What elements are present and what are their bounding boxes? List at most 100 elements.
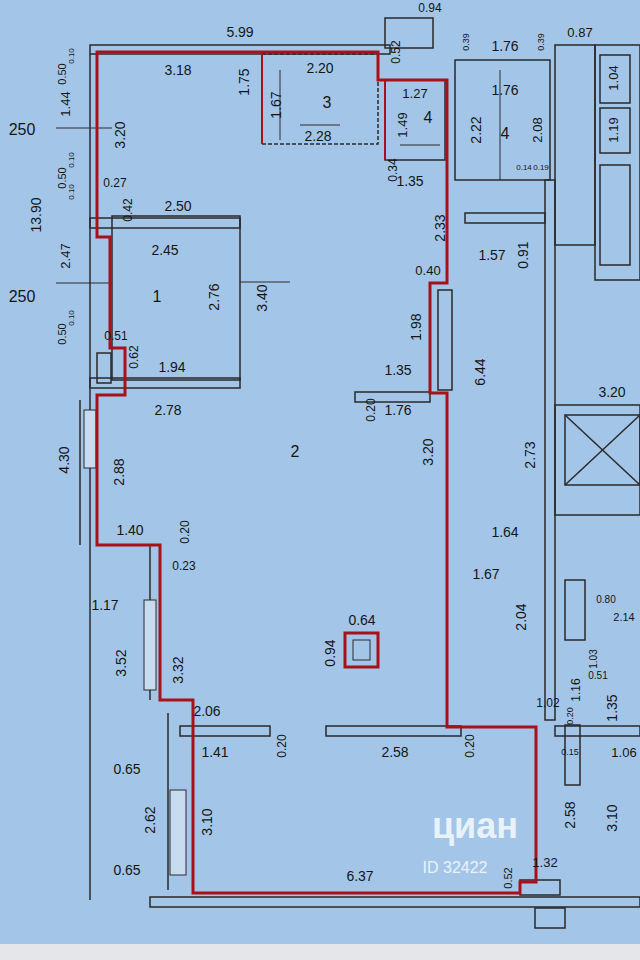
dimension-label: 0.50 bbox=[57, 167, 68, 188]
dimension-label: 1.35 bbox=[605, 694, 619, 721]
wall bbox=[455, 60, 550, 180]
dimension-label: 1.04 bbox=[607, 65, 620, 90]
room-number: 3 bbox=[323, 95, 332, 111]
room-number: 1 bbox=[153, 289, 162, 305]
window bbox=[170, 790, 186, 875]
dimension-label: 0.62 bbox=[128, 345, 140, 368]
windows bbox=[84, 410, 186, 875]
wall bbox=[535, 908, 565, 928]
wall bbox=[150, 897, 640, 907]
wall bbox=[326, 726, 461, 736]
wall bbox=[600, 165, 630, 265]
dimension-label: 2.04 bbox=[514, 603, 528, 630]
dimension-label: 1.03 bbox=[589, 649, 599, 668]
dimension-label: 0.51 bbox=[588, 671, 607, 681]
dimension-label: 0.20 bbox=[276, 734, 288, 757]
bottom-band bbox=[0, 944, 640, 960]
room-number: 4 bbox=[424, 110, 433, 126]
dimension-label: 3.32 bbox=[171, 656, 185, 683]
dimension-label: 1.17 bbox=[91, 598, 118, 612]
dimension-label: 5.99 bbox=[226, 25, 253, 39]
dimension-label: 1.67 bbox=[269, 91, 283, 118]
dimension-label: 0.20 bbox=[566, 707, 575, 725]
dimension-label: 1.57 bbox=[478, 248, 505, 262]
dimension-label: 2.14 bbox=[613, 612, 634, 623]
wall bbox=[565, 415, 640, 485]
wall bbox=[565, 415, 640, 485]
wall bbox=[89, 54, 91, 900]
dimension-label: 1.35 bbox=[396, 174, 423, 188]
wall bbox=[79, 400, 81, 545]
dimension-label: 0.39 bbox=[462, 33, 471, 51]
dimension-label: 3.18 bbox=[164, 63, 191, 77]
wall bbox=[90, 378, 240, 388]
dimension-label: 1.40 bbox=[116, 523, 143, 537]
dimension-label: 1.06 bbox=[611, 746, 636, 759]
dimension-label: 1.16 bbox=[570, 678, 582, 701]
room-number: 2 bbox=[291, 444, 300, 460]
wall bbox=[90, 218, 240, 228]
dimension-label: 3.10 bbox=[605, 804, 619, 831]
dimension-label: 1.41 bbox=[201, 745, 228, 759]
dimension-label: 2.20 bbox=[306, 61, 333, 75]
wall bbox=[600, 55, 630, 103]
dimension-label: 1.27 bbox=[402, 87, 427, 100]
dimension-label: 1.98 bbox=[409, 313, 423, 340]
dimension-label: 0.10 bbox=[68, 184, 76, 200]
dimension-label: 1.19 bbox=[607, 117, 620, 142]
dimension-label: 0.87 bbox=[567, 26, 592, 39]
dimension-label: 3.20 bbox=[421, 438, 435, 465]
dimension-label: 2.47 bbox=[59, 243, 72, 268]
apartment-outline bbox=[97, 52, 536, 893]
dimension-label: 2.08 bbox=[531, 117, 544, 142]
column-outline bbox=[345, 633, 378, 667]
dimension-label: 0.27 bbox=[103, 177, 126, 189]
dimension-label: 1.76 bbox=[384, 403, 411, 417]
dimension-line bbox=[300, 125, 340, 126]
dimension-label: 1.64 bbox=[491, 525, 518, 539]
dimension-label: 3.20 bbox=[598, 385, 625, 399]
dimension-label: 0.94 bbox=[323, 639, 337, 666]
wall bbox=[97, 353, 111, 383]
dimension-label: 0.14 bbox=[516, 164, 532, 172]
wall bbox=[465, 213, 545, 223]
dimension-label: 250 bbox=[9, 289, 36, 305]
dimension-label: 1.32 bbox=[532, 856, 557, 869]
dimension-label: 0.91 bbox=[516, 241, 530, 268]
dimension-label: 1.94 bbox=[158, 360, 185, 374]
dimension-label: 0.80 bbox=[596, 595, 615, 605]
dimension-line bbox=[400, 145, 440, 146]
dimension-line bbox=[56, 283, 112, 284]
dimension-label: 1.44 bbox=[59, 91, 72, 116]
dimension-label: 1.49 bbox=[396, 112, 409, 137]
dimension-label: 13.90 bbox=[29, 197, 43, 232]
wall bbox=[565, 415, 640, 485]
dimension-label: 3.52 bbox=[114, 649, 128, 676]
dimension-line bbox=[240, 282, 290, 283]
wall bbox=[112, 216, 240, 380]
dimension-label: 0.65 bbox=[113, 762, 140, 776]
wall bbox=[565, 580, 585, 640]
dimension-label: 0.20 bbox=[365, 398, 377, 421]
wall bbox=[555, 45, 595, 245]
dimension-label: 2.22 bbox=[469, 116, 483, 143]
dimension-label: 2.73 bbox=[523, 441, 537, 468]
dimension-label: 0.23 bbox=[172, 560, 195, 572]
dimension-label: 0.50 bbox=[57, 63, 68, 84]
dimension-label: 2.45 bbox=[151, 243, 178, 257]
wall bbox=[555, 405, 640, 515]
dimension-label: 1.75 bbox=[237, 68, 251, 95]
dimension-label: 0.10 bbox=[68, 152, 76, 168]
dimension-label: 3.40 bbox=[255, 284, 269, 311]
dimension-label: 0.52 bbox=[390, 40, 402, 63]
column bbox=[353, 640, 370, 660]
watermark: ID 32422 bbox=[423, 860, 488, 876]
dimension-label: 0.10 bbox=[68, 310, 76, 326]
dimension-label: 6.44 bbox=[473, 358, 487, 385]
dimension-label: 0.52 bbox=[503, 867, 514, 888]
wall bbox=[595, 45, 640, 280]
dimension-label: 0.50 bbox=[57, 323, 68, 344]
dimension-label: 6.37 bbox=[346, 869, 373, 883]
dimension-label: 0.19 bbox=[533, 164, 549, 172]
wall bbox=[545, 180, 555, 720]
